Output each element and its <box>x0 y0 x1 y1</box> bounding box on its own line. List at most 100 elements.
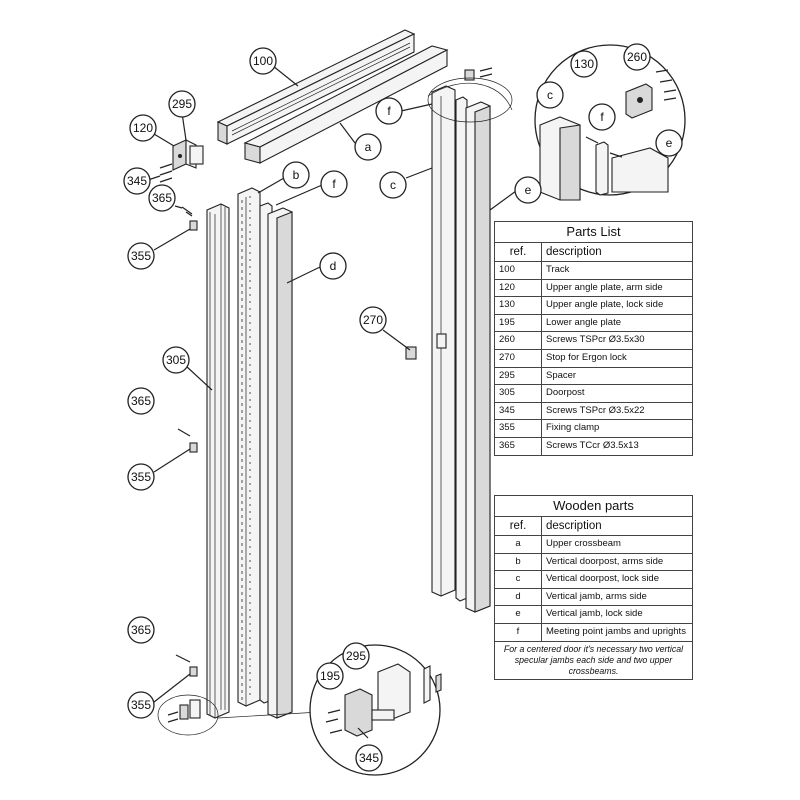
callout-f-left: f <box>320 170 348 198</box>
wooden-parts-desc-header: description <box>541 516 693 536</box>
cell-desc: Screws TSPcr Ø3.5x30 <box>541 331 693 350</box>
svg-text:c: c <box>390 178 396 192</box>
callout-345-bottom: 345 <box>355 744 383 772</box>
cell-ref: e <box>494 605 542 624</box>
cell-ref: 355 <box>494 419 542 438</box>
svg-text:365: 365 <box>152 191 172 205</box>
svg-text:195: 195 <box>320 669 340 683</box>
vertical-jamb-e <box>465 101 491 613</box>
callout-100: 100 <box>249 47 277 75</box>
svg-text:270: 270 <box>363 313 383 327</box>
svg-text:120: 120 <box>133 121 153 135</box>
svg-text:e: e <box>525 183 532 197</box>
cell-desc: Stop for Ergon lock <box>541 348 693 368</box>
cell-ref: b <box>494 552 542 572</box>
fixing-clamp-355-top <box>189 220 198 231</box>
cell-desc: Vertical jamb, lock side <box>541 605 693 624</box>
callout-c-detail: c <box>536 81 564 109</box>
upper-angle-plate-130-small <box>464 67 493 81</box>
cell-desc: Fixing clamp <box>541 419 693 438</box>
svg-text:f: f <box>387 104 391 118</box>
edge-fragments <box>423 665 442 704</box>
cell-desc: Track <box>541 261 693 280</box>
cell-ref: 295 <box>494 366 542 386</box>
svg-text:295: 295 <box>346 649 366 663</box>
cell-ref: 270 <box>494 348 542 368</box>
cell-desc: Screws TCcr Ø3.5x13 <box>541 436 693 456</box>
svg-text:345: 345 <box>127 174 147 188</box>
svg-text:a: a <box>365 140 372 154</box>
callout-270: 270 <box>359 306 387 334</box>
svg-text:355: 355 <box>131 470 151 484</box>
callout-120: 120 <box>129 114 157 142</box>
callout-f-detail: f <box>588 103 616 131</box>
callout-345-top: 345 <box>123 167 151 195</box>
callout-b: b <box>282 161 310 189</box>
svg-text:295: 295 <box>172 97 192 111</box>
fixing-clamp-355-low <box>175 654 198 677</box>
svg-text:305: 305 <box>166 353 186 367</box>
cell-desc: Upper angle plate, arm side <box>541 278 693 298</box>
svg-text:f: f <box>600 110 604 124</box>
doorpost-305 <box>206 203 230 719</box>
cell-ref: 100 <box>494 261 542 280</box>
detail-bottom <box>157 644 441 776</box>
callout-f-right: f <box>375 97 403 125</box>
cell-ref: 305 <box>494 384 542 403</box>
callout-c: c <box>379 171 407 199</box>
callout-295-bottom: 295 <box>342 642 370 670</box>
screws-345-top <box>159 163 173 183</box>
callout-130: 130 <box>570 50 598 78</box>
svg-text:c: c <box>547 88 553 102</box>
callout-e-detail: e <box>655 129 683 157</box>
svg-text:100: 100 <box>253 54 273 68</box>
callout-365-low: 365 <box>127 616 155 644</box>
fixing-clamp-355-mid <box>177 428 198 453</box>
cell-desc: Doorpost <box>541 384 693 403</box>
leader-lines <box>147 65 517 739</box>
parts-list-desc-header: description <box>541 242 693 262</box>
cell-desc: Vertical doorpost, lock side <box>541 570 693 589</box>
cell-ref: 260 <box>494 331 542 350</box>
cell-ref: 120 <box>494 278 542 298</box>
callout-365-top: 365 <box>148 184 176 212</box>
svg-text:130: 130 <box>574 57 594 71</box>
cell-desc: Screws TSPcr Ø3.5x22 <box>541 401 693 421</box>
wooden-parts-ref-header: ref. <box>494 516 542 536</box>
stop-ergon-lock-270 <box>405 333 447 360</box>
parts-list-ref-header: ref. <box>494 242 542 262</box>
svg-text:355: 355 <box>131 698 151 712</box>
callout-260: 260 <box>623 43 651 71</box>
callout-365-mid: 365 <box>127 387 155 415</box>
cell-desc: Vertical doorpost, arms side <box>541 552 693 572</box>
svg-text:260: 260 <box>627 50 647 64</box>
svg-text:365: 365 <box>131 623 151 637</box>
callout-295-top: 295 <box>168 90 196 118</box>
svg-text:b: b <box>293 168 300 182</box>
track-100 <box>216 29 416 145</box>
cell-ref: c <box>494 570 542 589</box>
svg-text:d: d <box>330 259 337 273</box>
centered-door-note: For a centered door it's necessary two v… <box>494 640 693 680</box>
callout-195: 195 <box>316 662 344 690</box>
cell-desc: Lower angle plate <box>541 313 693 333</box>
svg-text:345: 345 <box>359 751 379 765</box>
callout-355-low: 355 <box>127 691 155 719</box>
